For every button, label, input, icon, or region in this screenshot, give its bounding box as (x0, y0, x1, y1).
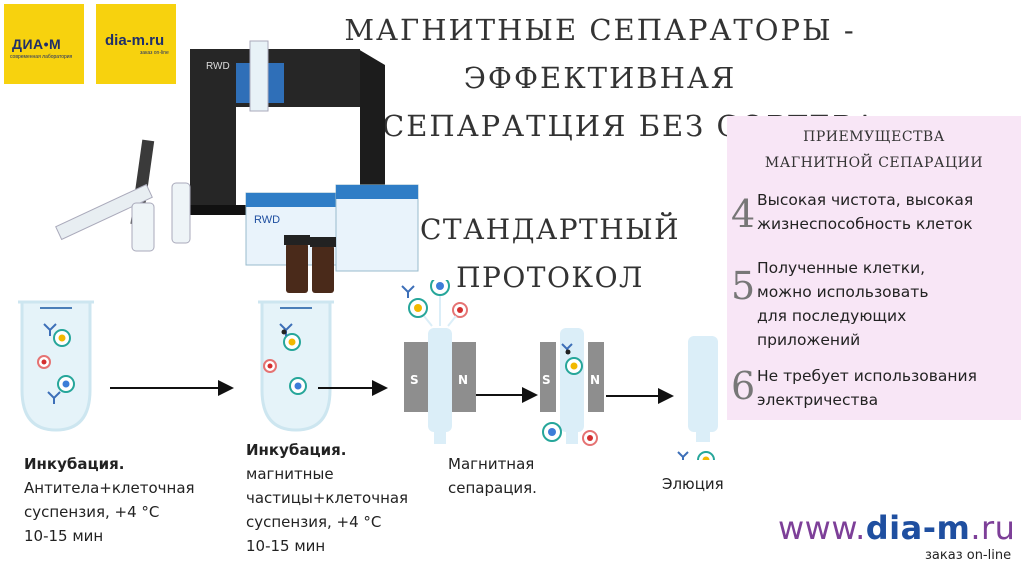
advantage-item-3: Не требует использования электричества (757, 364, 977, 412)
advantages-title-line-2: МАГНИТНОЙ СЕПАРАЦИИ (764, 155, 984, 171)
magnet-south-icon (404, 342, 428, 412)
std-line-2: ПРОТОКОЛ (456, 261, 644, 294)
advantage-1-line-2: жизнеспособность клеток (757, 215, 973, 233)
std-line-1: СТАНДАРТНЫЙ (420, 213, 681, 246)
magnet-n-label: N (458, 373, 468, 387)
step-4-label: Элюция (662, 475, 724, 493)
advantage-number: 6 (731, 364, 756, 408)
magnet-north-icon (452, 342, 476, 412)
logo-site-text: dia-m.ru (105, 32, 165, 49)
site-domain: dia-m (865, 509, 971, 547)
magnet-s-label: S (410, 373, 419, 387)
advantage-number: 4 (731, 192, 756, 236)
step-2-line-3: суспензия, +4 °С (246, 513, 382, 531)
step-3-line-1: сепарация. (448, 479, 537, 497)
advantages-panel: ПРИЕМУЩЕСТВА МАГНИТНОЙ СЕПАРАЦИИ 4 Высок… (727, 116, 1021, 420)
magnet-s-label-2: S (542, 373, 551, 387)
box-brand-label: RWD (254, 214, 280, 226)
column-tube-icon (249, 40, 269, 112)
magnetic-separator-device-image: RWD RWD (55, 40, 419, 293)
step-2-title: Инкубация. (246, 441, 347, 459)
reagent-vial-icon (286, 243, 308, 293)
tube-incubation-2 (258, 300, 334, 432)
site-prefix: www. (778, 509, 866, 547)
protocol-diagram: S N S N (18, 280, 718, 460)
dia-m-logo[interactable]: ДИА•М современная лаборатория (4, 4, 84, 84)
order-online-label: заказ on-line (925, 548, 1012, 563)
elution-column (677, 336, 718, 460)
advantages-title-line-1: ПРИЕМУЩЕСТВА (803, 129, 945, 145)
advantage-2-line-1: Полученные клетки, (757, 259, 926, 277)
advantage-3-line-2: электричества (757, 391, 879, 409)
step-2-line-4: 10-15 мин (246, 537, 326, 555)
page-title: МАГНИТНЫЕ СЕПАРАТОРЫ - ЭФФЕКТИВНАЯ СЕПАР… (250, 6, 950, 150)
step-1-line-3: 10-15 мин (24, 527, 104, 545)
advantages-title: ПРИЕМУЩЕСТВА МАГНИТНОЙ СЕПАРАЦИИ (727, 124, 1021, 176)
step-elution: Элюция (662, 472, 724, 496)
logo-brand-text: ДИА•М (12, 36, 62, 52)
advantage-3-line-1: Не требует использования (757, 367, 977, 385)
advantage-2-line-3: для последующих (757, 307, 907, 325)
step-incubation-antibodies: Инкубация. Антитела+клеточная суспензия,… (24, 452, 195, 548)
step-1-line-1: Антитела+клеточная (24, 479, 195, 497)
step-magnetic-separation: Магнитная сепарация. (448, 452, 537, 500)
step-incubation-particles: Инкубация. магнитные частицы+клеточная с… (246, 438, 408, 558)
advantage-item-2: Полученные клетки, можно использовать дл… (757, 256, 928, 352)
step-2-line-2: частицы+клеточная (246, 489, 409, 507)
advantage-item-1: Высокая чистота, высокая жизнеспособност… (757, 188, 973, 236)
step-3-title: Магнитная (448, 455, 535, 473)
standard-protocol-heading: СТАНДАРТНЫЙ ПРОТОКОЛ (420, 206, 680, 302)
advantage-1-line-1: Высокая чистота, высокая (757, 191, 974, 209)
step-1-line-2: суспензия, +4 °С (24, 503, 160, 521)
logo-tagline: современная лаборатория (10, 54, 73, 60)
magnetic-column-2: S N (540, 328, 604, 446)
tube-incubation-1 (18, 300, 94, 432)
site-suffix: .ru (970, 509, 1016, 547)
magnetic-column-1: S N (401, 280, 476, 444)
step-1-title: Инкубация. (24, 455, 125, 473)
advantage-number: 5 (731, 264, 756, 308)
advantage-2-line-2: можно использовать (757, 283, 929, 301)
magnet-n-label-2: N (590, 373, 600, 387)
advantage-2-line-4: приложений (757, 331, 861, 349)
step-2-line-1: магнитные (246, 465, 334, 483)
site-link[interactable]: www.dia-m.ru (778, 509, 1015, 547)
device-brand-label: RWD (206, 61, 230, 72)
logo-order-tagline: заказ on-line (140, 50, 169, 56)
title-line-1: МАГНИТНЫЕ СЕПАРАТОРЫ - ЭФФЕКТИВНАЯ (344, 13, 856, 95)
dia-m-ru-logo[interactable]: dia-m.ru заказ on-line (96, 4, 176, 84)
